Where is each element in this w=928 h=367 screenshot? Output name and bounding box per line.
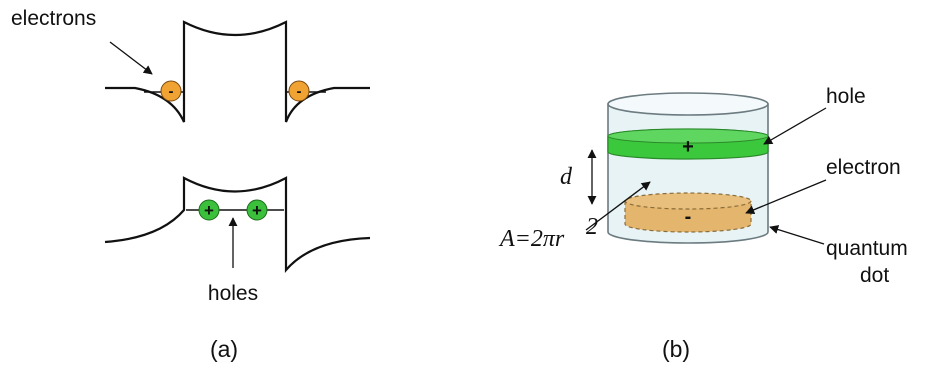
valence-band-profile (104, 176, 371, 273)
svg-text:-: - (169, 83, 174, 100)
area-exponent: 2 (586, 214, 598, 240)
electron-right: - (288, 80, 310, 102)
holes-label: holes (208, 282, 258, 305)
svg-text:-: - (297, 83, 302, 100)
hole-right: + (246, 199, 268, 221)
svg-text:+: + (252, 201, 262, 220)
area-arrow (585, 181, 651, 231)
electrons-arrow (109, 41, 153, 75)
electron-slab (624, 200, 752, 233)
svg-text:+: + (204, 201, 214, 220)
hole-arrow (763, 107, 827, 145)
area-label: A=2πr (498, 226, 565, 252)
cylinder-top (607, 92, 769, 116)
conduction-band-profile (105, 20, 370, 123)
quantum-dot-label-line2: dot (860, 264, 889, 287)
electron-slab-sign: - (685, 206, 692, 228)
hole-layer-sign: + (682, 136, 694, 158)
hole-label: hole (826, 85, 866, 108)
quantum-dot-label-line1: quantum (826, 237, 908, 260)
caption-a: (a) (210, 336, 238, 362)
d-label: d (560, 164, 573, 190)
panel-a: - - electrons + + holes (a) (11, 7, 371, 362)
quantum-dot-arrow (769, 225, 825, 245)
caption-b: (b) (662, 336, 690, 362)
panel-b: + - d A=2πr 2 hole electron quantum dot … (498, 85, 908, 362)
electron-label: electron (826, 156, 901, 179)
electrons-label: electrons (11, 7, 96, 30)
electron-left: - (160, 80, 182, 102)
hole-left: + (198, 199, 220, 221)
electron-arrow (745, 179, 827, 215)
